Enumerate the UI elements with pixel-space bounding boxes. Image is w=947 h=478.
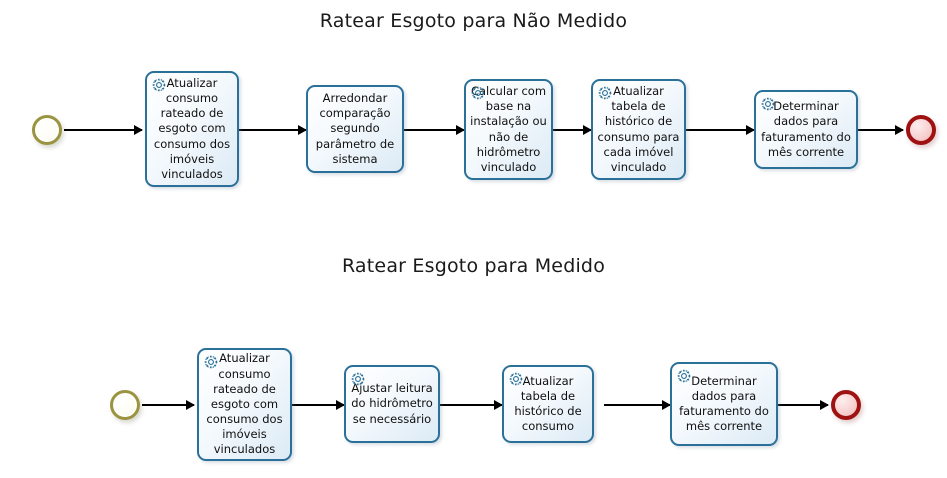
section-title-medido: Ratear Esgoto para Medido [341, 255, 606, 277]
sequence-flow-r2-3 [440, 404, 502, 406]
task-label: Ajustar leitura do hidrômetro se necessá… [351, 381, 433, 426]
task-label: Calcular com base na instalação ou não d… [470, 83, 547, 174]
task-label: Atualizar consumo rateado de esgoto com … [153, 75, 231, 181]
sequence-flow-r1-2 [239, 129, 306, 131]
task-determinar-dados-faturamento-r1[interactable]: Determinar dados para faturamento do mês… [754, 90, 858, 169]
section-title-nao-medido: Ratear Esgoto para Não Medido [319, 10, 628, 32]
sequence-flow-r2-4 [604, 404, 670, 406]
task-label: Arredondar comparação segundo parâmetro … [315, 91, 395, 166]
task-label: Determinar dados para faturamento do mês… [761, 99, 851, 159]
start-event-row1[interactable] [32, 115, 62, 145]
sequence-flow-r1-6 [858, 129, 903, 131]
task-label: Determinar dados para faturamento do mês… [679, 373, 769, 434]
task-label: Atualizar tabela de histórico de consumo [514, 373, 582, 434]
start-event-row2[interactable] [110, 390, 140, 420]
task-arredondar-comparacao-r1[interactable]: Arredondar comparação segundo parâmetro … [306, 85, 404, 173]
end-event-row2[interactable] [831, 390, 861, 420]
task-ajustar-leitura-hidrometro-r2[interactable]: Ajustar leitura do hidrômetro se necessá… [344, 365, 440, 443]
sequence-flow-r2-5 [778, 404, 828, 406]
sequence-flow-r2-1 [142, 404, 194, 406]
sequence-flow-r1-3 [404, 129, 464, 131]
task-atualizar-consumo-rateado-r2[interactable]: Atualizar consumo rateado de esgoto com … [197, 348, 292, 461]
end-event-row1[interactable] [906, 115, 936, 145]
sequence-flow-r1-5 [686, 129, 754, 131]
sequence-flow-r1-4 [553, 129, 591, 131]
sequence-flow-r2-2 [292, 404, 344, 406]
task-determinar-dados-faturamento-r2[interactable]: Determinar dados para faturamento do mês… [670, 362, 778, 446]
task-atualizar-tabela-historico-r2[interactable]: Atualizar tabela de histórico de consumo [502, 365, 594, 443]
task-label: Atualizar consumo rateado de esgoto com … [206, 351, 283, 457]
task-atualizar-consumo-rateado-r1[interactable]: Atualizar consumo rateado de esgoto com … [145, 71, 239, 187]
task-atualizar-tabela-historico-r1[interactable]: Atualizar tabela de histórico de consumo… [591, 79, 686, 180]
task-calcular-base-instalacao-r1[interactable]: Calcular com base na instalação ou não d… [464, 79, 553, 180]
sequence-flow-r1-1 [64, 129, 142, 131]
task-label: Atualizar tabela de histórico de consumo… [597, 83, 680, 174]
